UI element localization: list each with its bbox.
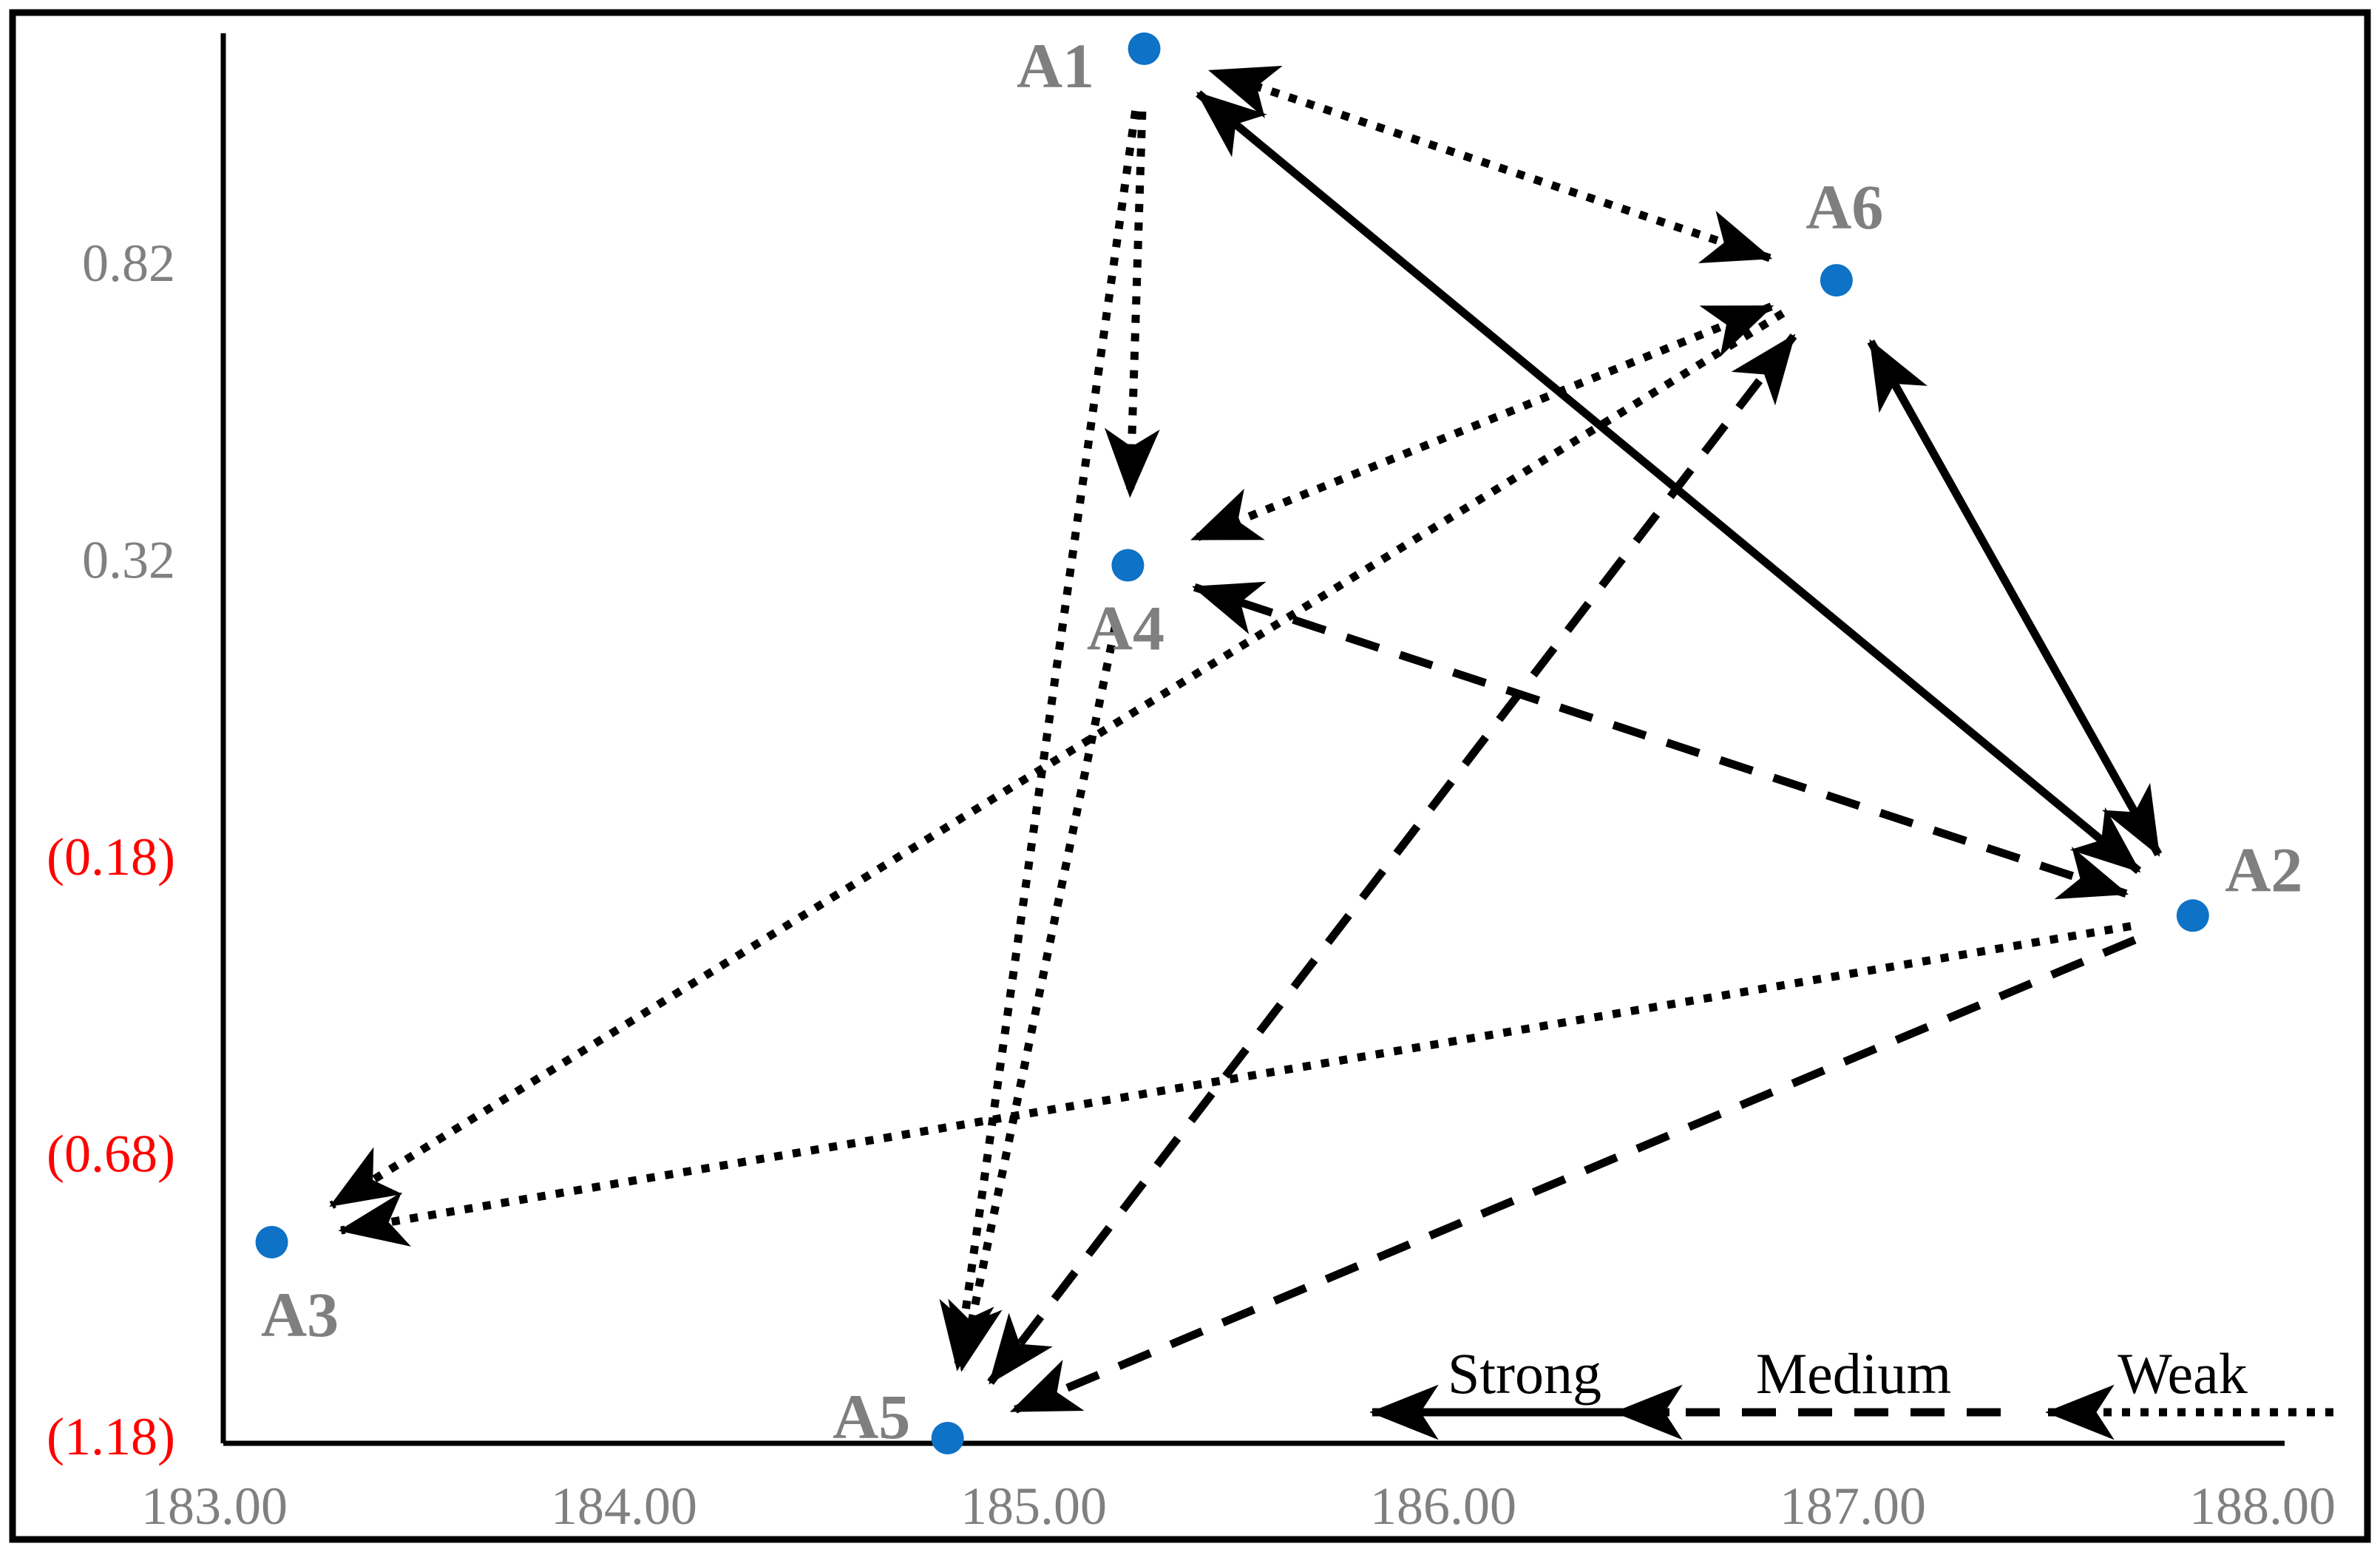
- edge-A6-A4-weak: [1190, 302, 1774, 543]
- node-label-A5: A5: [833, 1381, 910, 1452]
- edge-A4-A5-weak: [948, 626, 1119, 1372]
- node-A1: [1128, 32, 1161, 65]
- x-tick-label-186.00: 186.00: [1370, 1477, 1516, 1536]
- node-label-A1: A1: [1017, 30, 1094, 101]
- edge-A1-A5-weak: [939, 110, 1140, 1372]
- node-label-A6: A6: [1806, 172, 1883, 243]
- node-label-A3: A3: [261, 1279, 339, 1350]
- edge-A6-A5-medium: [987, 333, 1797, 1385]
- x-tick-label-187.00: 187.00: [1780, 1477, 1926, 1536]
- y-tick-label-0.82: 0.82: [82, 234, 175, 293]
- legend-label-strong: Strong: [1448, 1341, 1601, 1406]
- edge-A2-A5-medium: [1009, 936, 2137, 1415]
- edge-A2-A6-strong: [1867, 339, 2163, 857]
- legend-label-medium: Medium: [1756, 1341, 1951, 1406]
- edge-A6-A3-weak: [329, 309, 1786, 1209]
- edge-A1-A4-weak: [1104, 111, 1160, 498]
- y-tick-label-(0.68): (0.68): [47, 1125, 175, 1184]
- node-A5: [931, 1421, 964, 1454]
- x-tick-label-183.00: 183.00: [141, 1477, 288, 1536]
- node-A2: [2176, 899, 2209, 932]
- y-tick-label-(0.18): (0.18): [47, 827, 175, 887]
- y-tick-label-0.32: 0.32: [82, 531, 175, 590]
- node-A3: [255, 1225, 288, 1258]
- edge-A6-A1-weak: [1208, 66, 1773, 263]
- node-A6: [1820, 264, 1853, 297]
- edge-A2-A3-weak: [338, 922, 2132, 1247]
- y-tick-label-(1.18): (1.18): [47, 1407, 175, 1466]
- node-label-A4: A4: [1087, 593, 1164, 664]
- legend-label-weak: Weak: [2118, 1341, 2248, 1406]
- node-A4: [1111, 549, 1145, 582]
- x-tick-label-188.00: 188.00: [2189, 1477, 2336, 1536]
- node-label-A2: A2: [2225, 834, 2302, 905]
- x-tick-label-184.00: 184.00: [551, 1477, 697, 1536]
- x-tick-label-185.00: 185.00: [960, 1477, 1107, 1536]
- figure-border: [9, 9, 2371, 1543]
